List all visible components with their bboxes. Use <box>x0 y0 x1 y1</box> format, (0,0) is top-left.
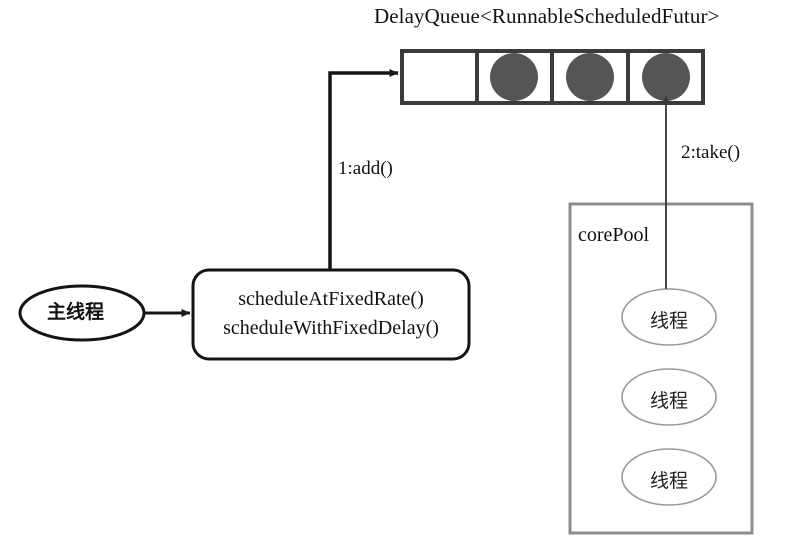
edge-label-add: 1:add() <box>338 158 393 179</box>
delay-queue-box <box>400 49 705 105</box>
queue-task-circle-3 <box>642 53 690 101</box>
pool-thread-label-2: 线程 <box>649 470 688 492</box>
pool-thread-ellipse-1 <box>621 368 717 426</box>
edge-scheduler-to-queue <box>328 69 399 270</box>
scheduler-method-0: scheduleAtFixedRate() <box>238 288 424 310</box>
scheduler-box <box>191 268 471 361</box>
queue-task-circle-2 <box>566 53 614 101</box>
pool-thread-ellipse-0 <box>621 288 717 346</box>
pool-thread-ellipse-2 <box>621 448 717 506</box>
core-pool-label: corePool <box>578 224 650 246</box>
main-thread-label: 主线程 <box>47 301 105 323</box>
edge-label-take: 2:take() <box>681 142 741 163</box>
queue-task-circle-1 <box>490 53 538 101</box>
pool-thread-label-1: 线程 <box>649 390 688 412</box>
scheduler-method-1: scheduleWithFixedDelay() <box>223 317 439 339</box>
queue-title: DelayQueue<RunnableScheduledFutur> <box>374 4 720 28</box>
core-pool-box <box>568 202 754 535</box>
pool-thread-label-0: 线程 <box>649 310 688 332</box>
